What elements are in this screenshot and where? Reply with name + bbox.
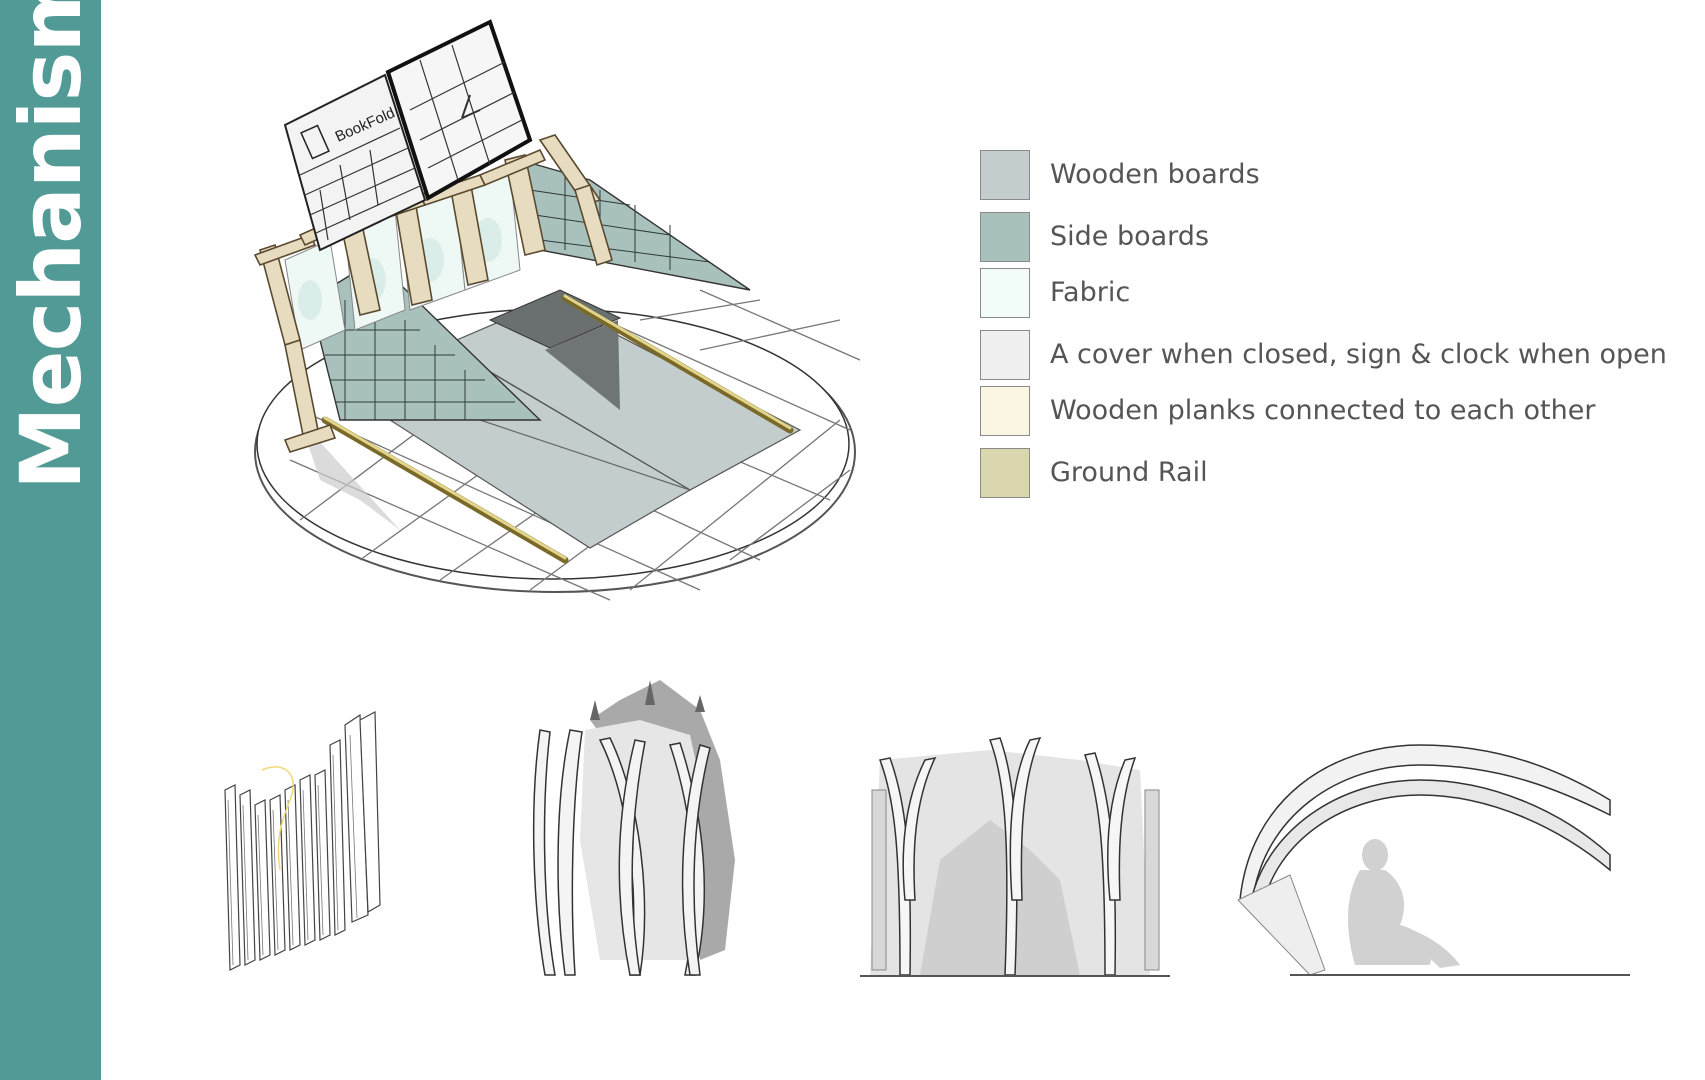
legend-label: Side boards xyxy=(1050,221,1210,252)
arch-shelter-sketch xyxy=(1237,744,1630,976)
legend-label: Ground Rail xyxy=(1050,457,1208,488)
sidebar: Mechanism xyxy=(0,0,101,1080)
page-title: Mechanism xyxy=(2,0,100,490)
bent-boards-sketch xyxy=(532,680,735,976)
isometric-mechanism-illustration: BookFold xyxy=(253,19,860,601)
legend-label: Wooden planks connected to each other xyxy=(1050,395,1596,426)
legend-swatch xyxy=(980,330,1030,380)
legend-swatch xyxy=(980,268,1030,318)
legend-label: Wooden boards xyxy=(1050,159,1260,190)
planks-sketch xyxy=(224,711,381,971)
legend-label: Fabric xyxy=(1050,277,1131,308)
legend-label: A cover when closed, sign & clock when o… xyxy=(1050,339,1667,370)
legend-swatch xyxy=(980,212,1030,262)
legend-swatch xyxy=(980,150,1030,200)
legend-swatch xyxy=(980,386,1030,436)
pleated-panels-sketch xyxy=(860,736,1170,977)
legend-swatch xyxy=(980,448,1030,498)
